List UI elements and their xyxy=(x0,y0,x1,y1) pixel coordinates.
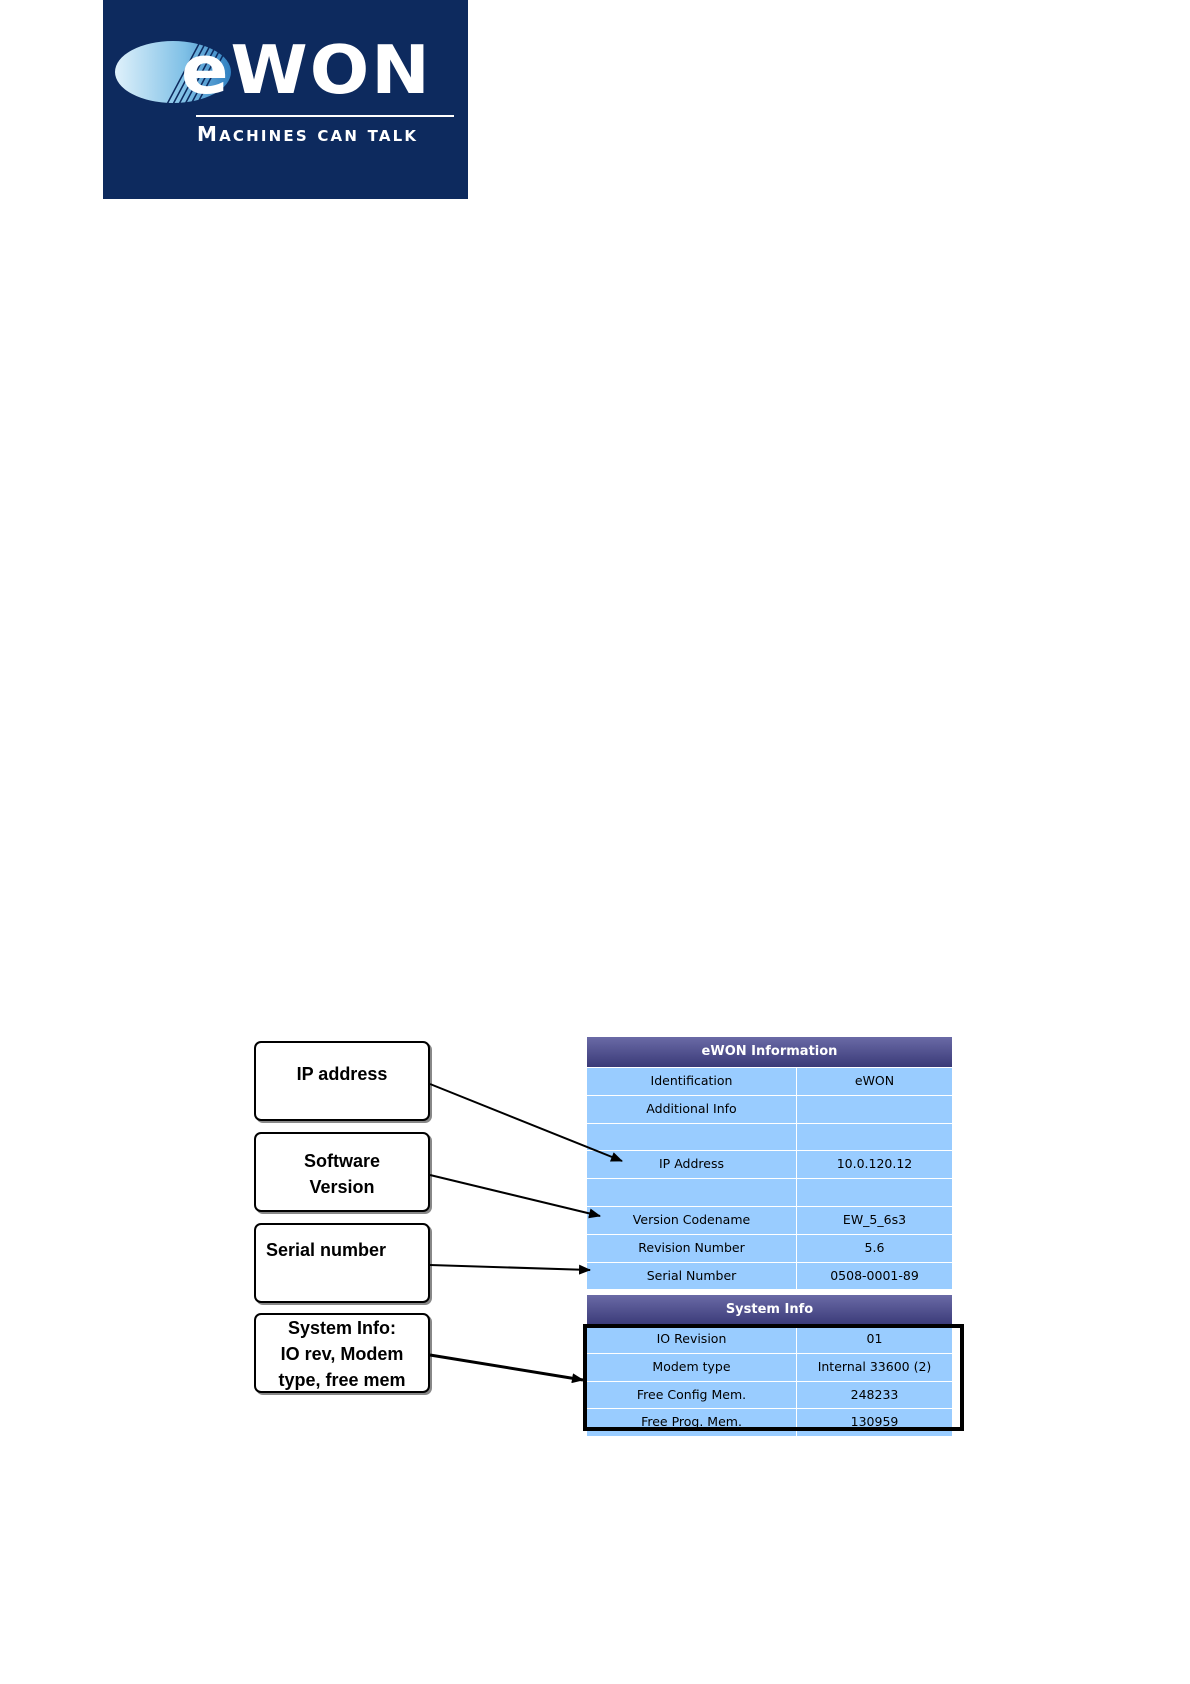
callout-system-info: System Info: IO rev, Modem type, free me… xyxy=(254,1313,430,1393)
arrow-software-version xyxy=(429,1174,601,1219)
ewon-logo: eWON MACHINES CAN TALK xyxy=(103,0,468,199)
system-info-title: System Info xyxy=(587,1295,952,1325)
row-label: Version Codename xyxy=(587,1206,797,1234)
table-row: Additional Info xyxy=(587,1094,952,1123)
logo-wordmark: eWON xyxy=(181,31,432,109)
row-value: 130959 xyxy=(797,1409,952,1437)
row-label: Modem type xyxy=(587,1353,797,1381)
row-value: 0508-0001-89 xyxy=(797,1262,952,1290)
row-label: IO Revision xyxy=(587,1326,797,1353)
logo-tagline: MACHINES CAN TALK xyxy=(197,122,419,146)
row-value xyxy=(797,1179,952,1206)
callout-software-version-label: Software Version xyxy=(303,1151,381,1197)
callout-software-version: Software Version xyxy=(254,1132,430,1212)
logo-rule xyxy=(196,115,454,117)
callout-system-info-label: System Info: IO rev, Modem type, free me… xyxy=(278,1318,406,1390)
table-row: Free Prog. Mem.130959 xyxy=(587,1408,952,1437)
callout-ip-address: IP address xyxy=(254,1041,430,1121)
row-label xyxy=(587,1123,797,1151)
row-label xyxy=(587,1179,797,1206)
row-label: IP Address xyxy=(587,1151,797,1179)
row-value xyxy=(797,1095,952,1123)
row-value: 5.6 xyxy=(797,1234,952,1262)
row-value: 10.0.120.12 xyxy=(797,1151,952,1179)
table-row xyxy=(587,1178,952,1206)
row-label: Serial Number xyxy=(587,1262,797,1290)
arrow-serial-number xyxy=(429,1264,591,1275)
row-value: eWON xyxy=(797,1068,952,1095)
arrow-system-info xyxy=(429,1353,584,1384)
row-value: EW_5_6s3 xyxy=(797,1206,952,1234)
ewon-information-title: eWON Information xyxy=(587,1037,952,1067)
row-value: 01 xyxy=(797,1326,952,1353)
row-label: Free Config Mem. xyxy=(587,1381,797,1409)
row-label: Identification xyxy=(587,1068,797,1095)
table-row xyxy=(587,1122,952,1151)
row-label: Additional Info xyxy=(587,1095,797,1123)
row-value: Internal 33600 (2) xyxy=(797,1353,952,1381)
row-label: Free Prog. Mem. xyxy=(587,1409,797,1437)
row-value xyxy=(797,1123,952,1151)
row-label: Revision Number xyxy=(587,1234,797,1262)
callout-ip-address-label: IP address xyxy=(296,1064,388,1084)
system-info-highlight-frame xyxy=(583,1324,964,1431)
table-row: Free Config Mem.248233 xyxy=(587,1380,952,1409)
logo-swoosh-graphic xyxy=(115,39,232,109)
callout-serial-number: Serial number xyxy=(254,1223,430,1303)
callout-serial-number-label: Serial number xyxy=(266,1240,387,1260)
row-value: 248233 xyxy=(797,1381,952,1409)
